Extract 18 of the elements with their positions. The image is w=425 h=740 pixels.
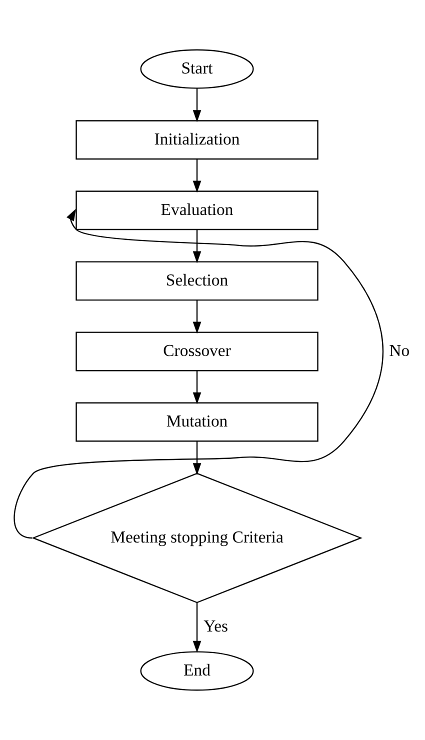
arrow (192, 602, 201, 653)
node-box: Crossover (75, 332, 318, 372)
edge-label: Yes (203, 616, 228, 636)
edge-label: No (388, 340, 410, 360)
node-box: Initialization (75, 120, 318, 160)
arrow (192, 230, 201, 264)
node-diamond: Meeting stopping Criteria (31, 472, 362, 604)
arrow (192, 441, 201, 476)
arrow (13, 208, 383, 539)
node-box: Mutation (75, 402, 318, 442)
arrow (192, 300, 201, 334)
node-ellipse: Start (140, 49, 254, 89)
node-box: Selection (75, 261, 318, 301)
node-box: Evaluation (75, 190, 318, 230)
arrow (192, 370, 201, 404)
arrow (192, 88, 201, 122)
node-ellipse: End (140, 651, 254, 691)
arrow (192, 159, 201, 193)
